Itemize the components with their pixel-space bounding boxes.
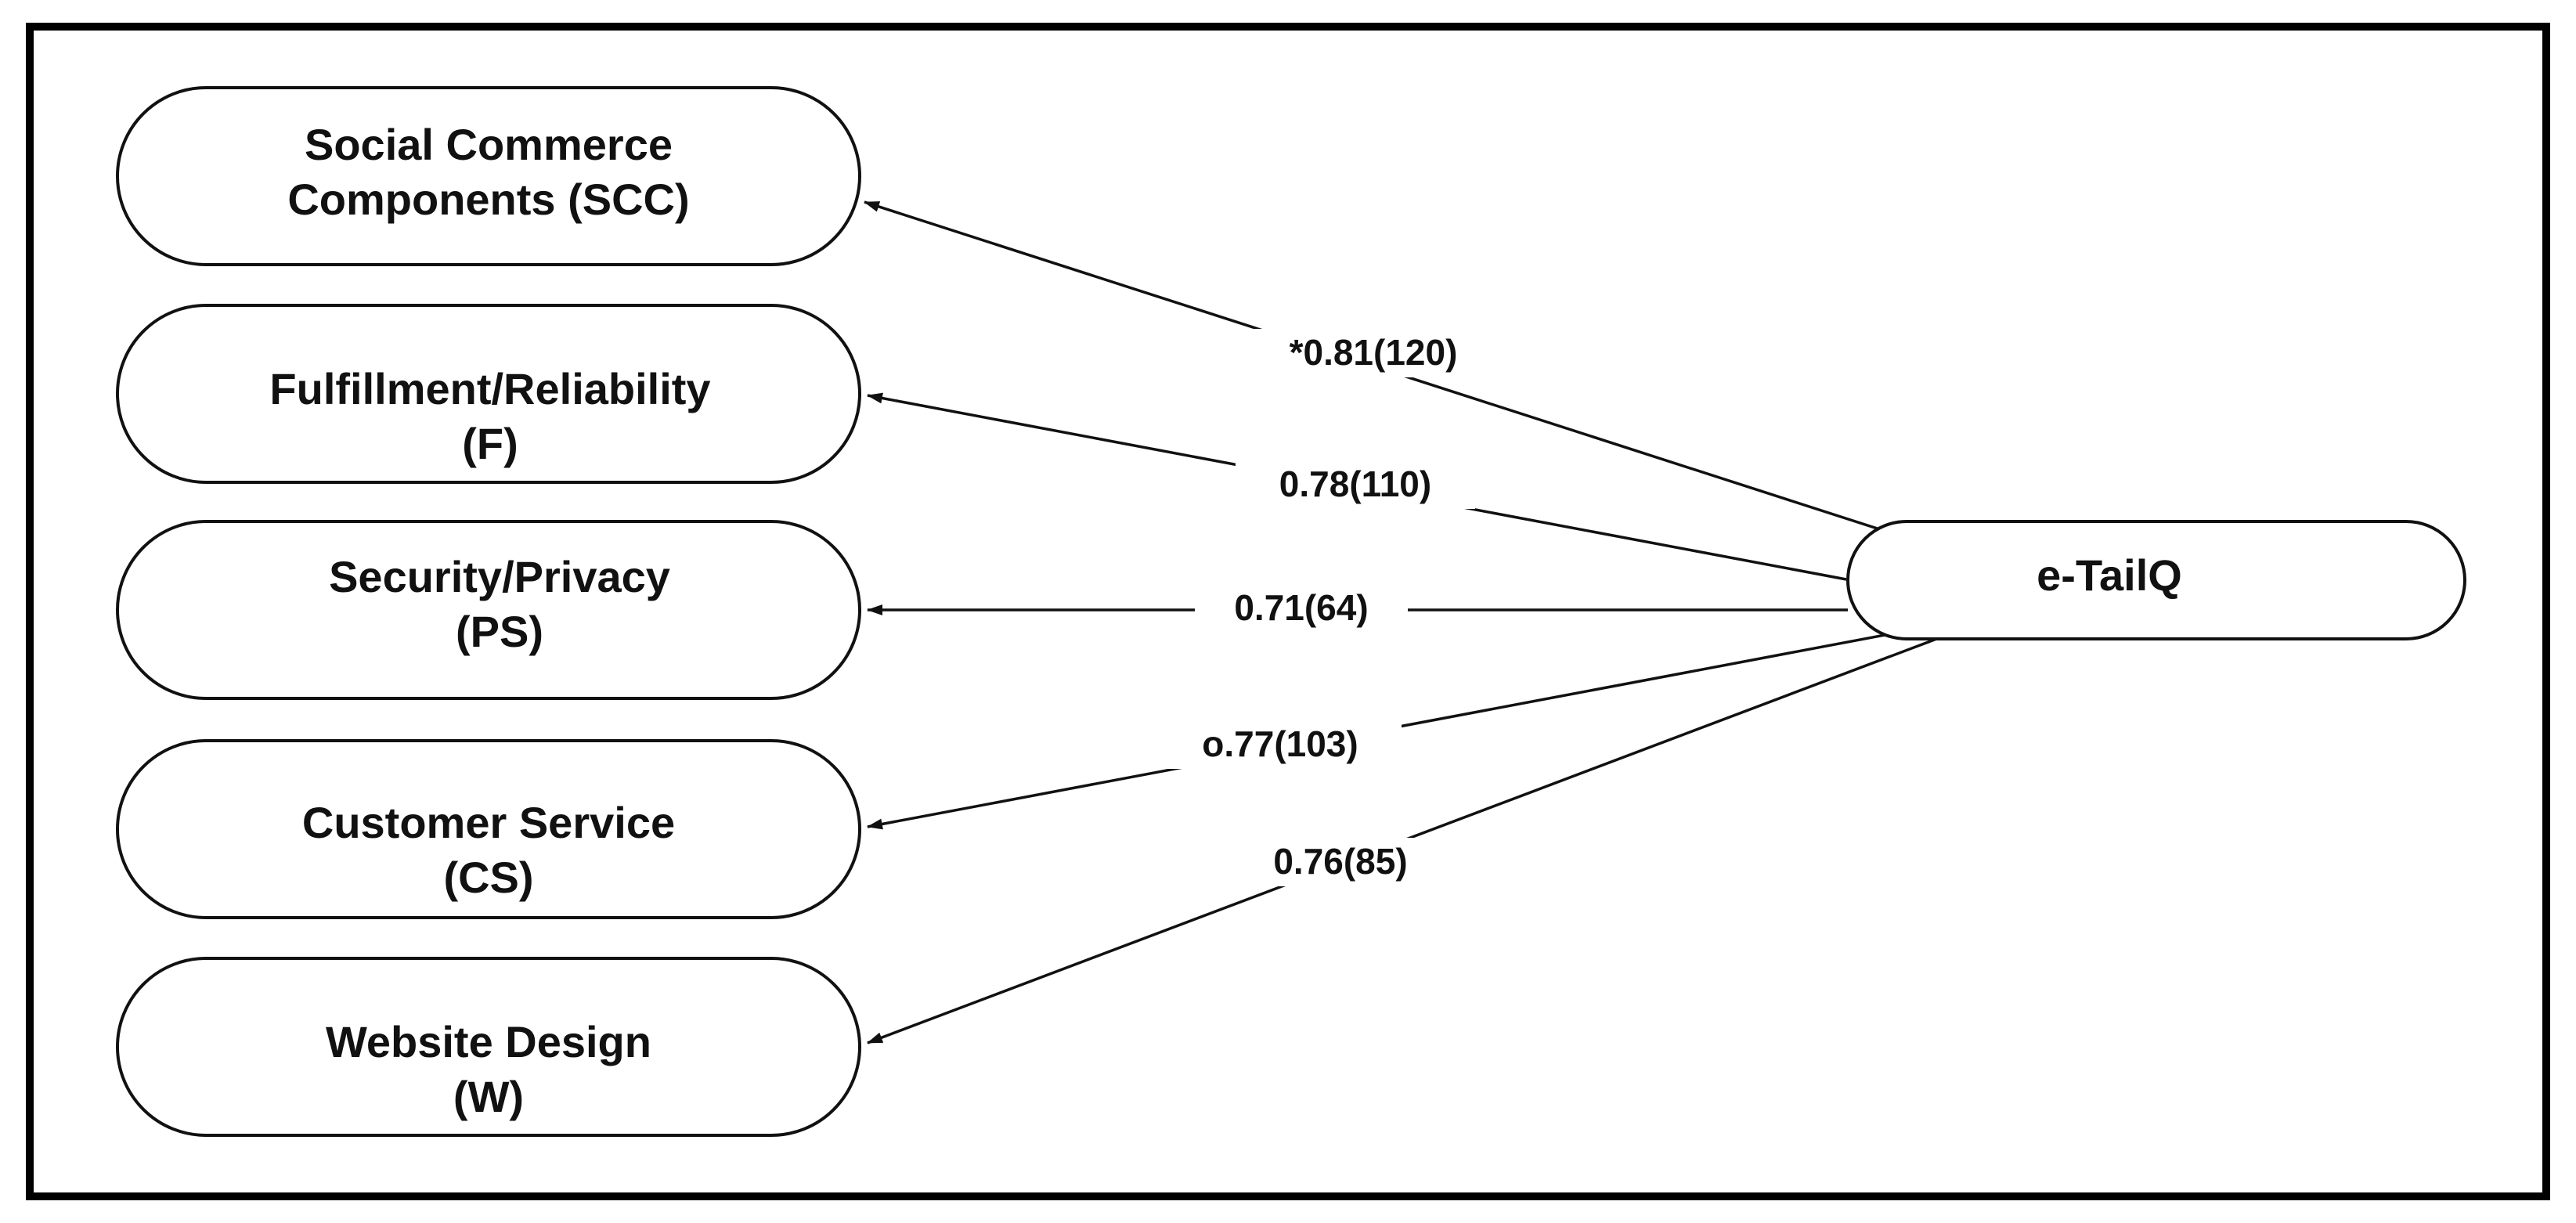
node-cs-label-line-2: (CS) [443,853,533,902]
node-ps-label-line-1: Security/Privacy [329,552,670,601]
node-ps-label-line-2: (PS) [456,607,543,656]
node-scc-label-line-2: Components (SCC) [287,175,689,224]
node-scc-label-line-1: Social Commerce [305,120,673,169]
node-w-label-line-1: Website Design [326,1017,651,1066]
node-f-label-line-1: Fulfillment/Reliability [269,364,710,413]
node-w-label-line-2: (W) [453,1072,524,1121]
edge-label-cs: o.77(103) [1202,723,1358,764]
edge-label-scc: *0.81(120) [1290,332,1458,373]
node-cs: Customer Service (CS) [116,739,861,919]
edge-labels-group: *0.81(120) 0.78(110) 0.71(64) o.77(103) … [1159,329,1510,886]
edge-label-f: 0.78(110) [1279,464,1431,504]
node-etailq-label: e-TailQ [2037,550,2182,600]
nodes-group: Social Commerce Components (SCC) Fulfill… [116,86,2466,1137]
node-w: Website Design (W) [116,957,861,1137]
node-f-label-line-2: (F) [462,419,518,468]
edge-label-w: 0.76(85) [1273,841,1407,882]
node-scc: Social Commerce Components (SCC) [116,86,861,266]
node-f: Fulfillment/Reliability (F) [116,304,861,484]
edge-label-ps: 0.71(64) [1234,587,1368,628]
node-cs-label-line-1: Customer Service [302,798,675,847]
node-etailq: e-TailQ [1846,520,2466,640]
node-ps: Security/Privacy (PS) [116,520,861,700]
